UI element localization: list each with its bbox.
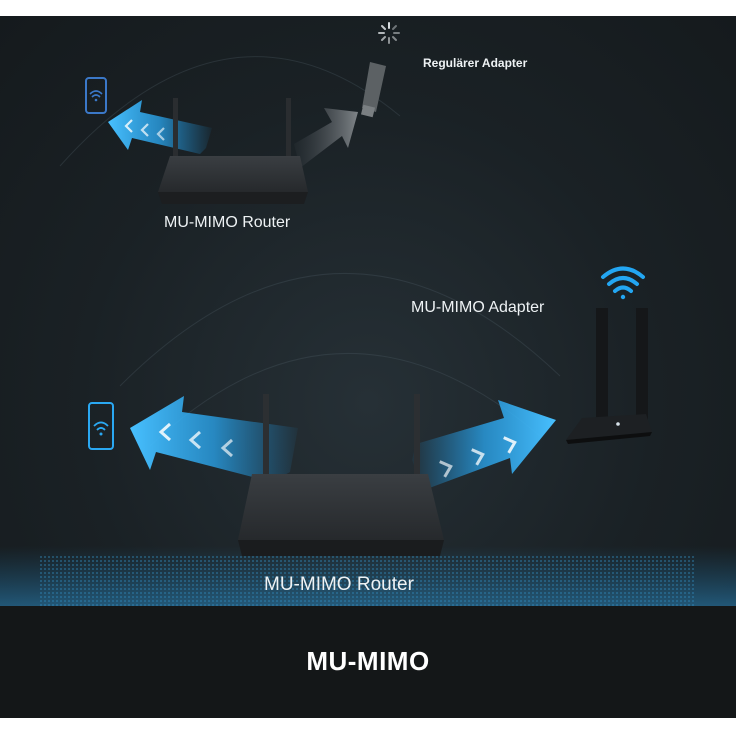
- banner-title: MU-MIMO: [306, 646, 430, 676]
- signal-arcs: [59, 56, 561, 447]
- diagram-scene: [0, 22, 736, 606]
- mimo-usb-adapter-icon: [566, 308, 652, 444]
- smartphone-wifi-icon-bottom: [88, 402, 114, 450]
- loading-spinner-icon: [378, 22, 400, 44]
- smartphone-wifi-icon: [85, 77, 107, 114]
- router-icon-bottom: [238, 394, 444, 556]
- blue-signal-arrow-right: [412, 400, 556, 490]
- wifi-icon: [601, 266, 645, 300]
- floor-glow: [0, 546, 736, 606]
- regular-adapter-label: Regulärer Adapter: [423, 56, 528, 70]
- router-icon: [158, 98, 308, 204]
- diagram-canvas: Regulärer Adapter MU-MIMO Router MU-MIMO…: [0, 16, 736, 718]
- gray-signal-arrow-top: [294, 108, 358, 168]
- top-router-label: MU-MIMO Router: [164, 214, 291, 231]
- blue-signal-arrow-top: [108, 100, 212, 154]
- blue-signal-arrow-left: [130, 396, 298, 482]
- mimo-adapter-label: MU-MIMO Adapter: [411, 299, 545, 316]
- title-banner: [0, 606, 736, 718]
- bottom-router-label: MU-MIMO Router: [264, 574, 414, 595]
- usb-adapter-icon: [360, 62, 386, 118]
